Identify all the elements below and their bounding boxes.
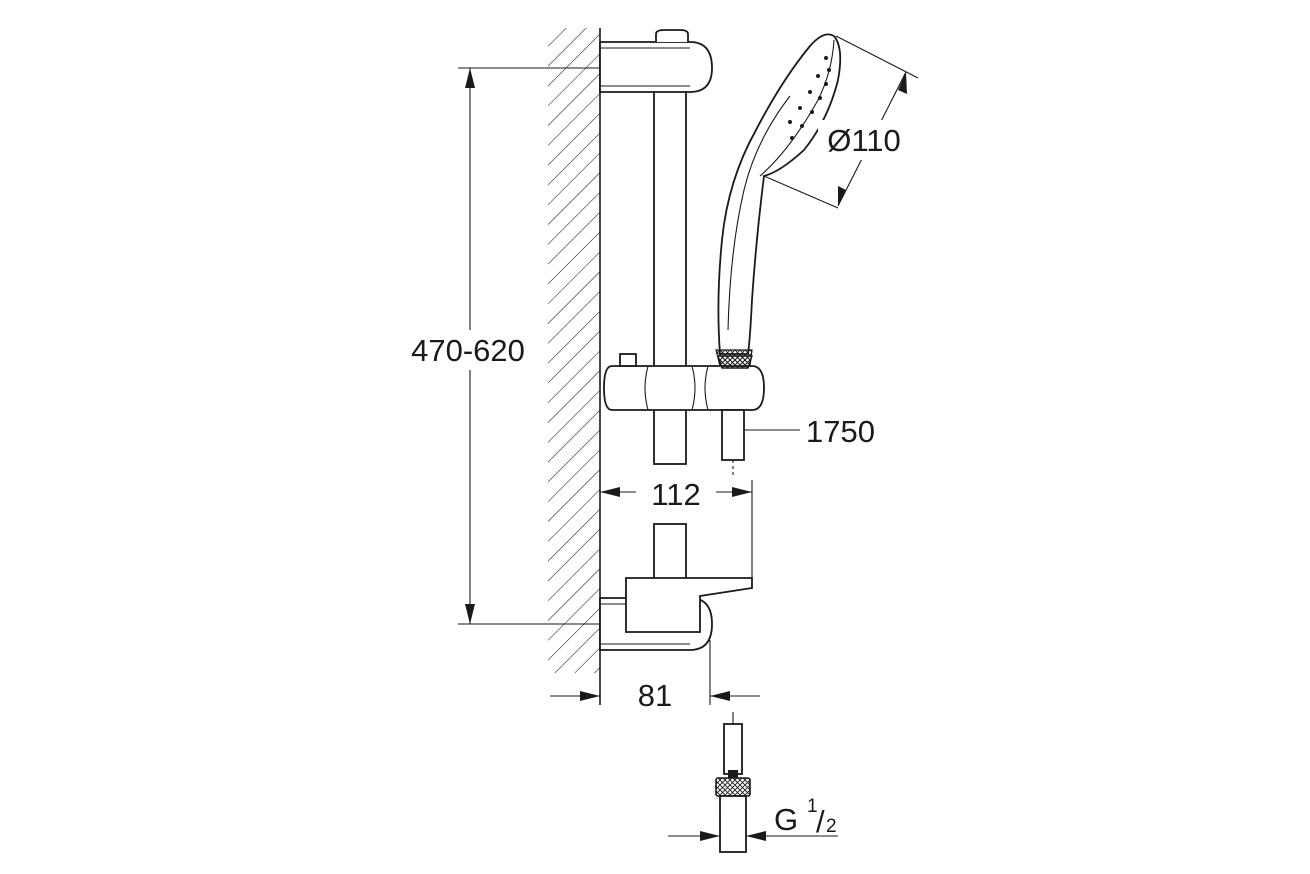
thread-label-main: G bbox=[774, 802, 798, 837]
hose-upper-segment bbox=[721, 409, 745, 461]
top-bracket-body bbox=[599, 41, 713, 93]
top-bracket bbox=[599, 29, 713, 93]
holder-push-button bbox=[619, 353, 637, 367]
dimension-thread: G 1 / 2 bbox=[668, 796, 838, 852]
holder-offset-label: 112 bbox=[651, 477, 700, 512]
hose-thread-end bbox=[719, 795, 747, 853]
hand-shower bbox=[715, 33, 842, 367]
dimension-rail-height: 470-620 bbox=[404, 67, 600, 625]
head-diameter-label: Ø110 bbox=[827, 123, 901, 158]
handset-holder bbox=[603, 353, 765, 476]
dimension-head-diameter: Ø110 bbox=[763, 35, 919, 209]
hose-end-detail bbox=[715, 712, 751, 853]
hose-end-sleeve bbox=[723, 723, 743, 775]
dimension-hose-length: 1750 bbox=[744, 414, 875, 449]
dimension-holder-offset: 112 bbox=[600, 474, 753, 578]
spray-nozzles bbox=[788, 56, 831, 140]
wall-hatching bbox=[548, 28, 600, 673]
top-bracket-cap bbox=[655, 29, 689, 42]
rail-height-label: 470-620 bbox=[411, 333, 525, 368]
hose-length-label: 1750 bbox=[806, 414, 875, 449]
thread-label-numerator: 1 bbox=[807, 796, 818, 817]
thread-label-denominator: 2 bbox=[826, 816, 837, 837]
hand-shower-body bbox=[717, 33, 842, 355]
dimension-wall-offset: 81 bbox=[550, 640, 760, 713]
hose-nut-knurled bbox=[715, 777, 751, 797]
wall bbox=[548, 28, 601, 705]
wall-offset-label: 81 bbox=[638, 678, 672, 713]
slide-rail bbox=[653, 85, 687, 597]
hand-shower-connector bbox=[715, 349, 753, 367]
thread-label-slash: / bbox=[816, 804, 825, 839]
bottom-bracket bbox=[599, 577, 753, 651]
holder-body bbox=[603, 365, 765, 411]
soap-dish bbox=[625, 577, 753, 633]
hose-end-ring bbox=[728, 770, 738, 778]
